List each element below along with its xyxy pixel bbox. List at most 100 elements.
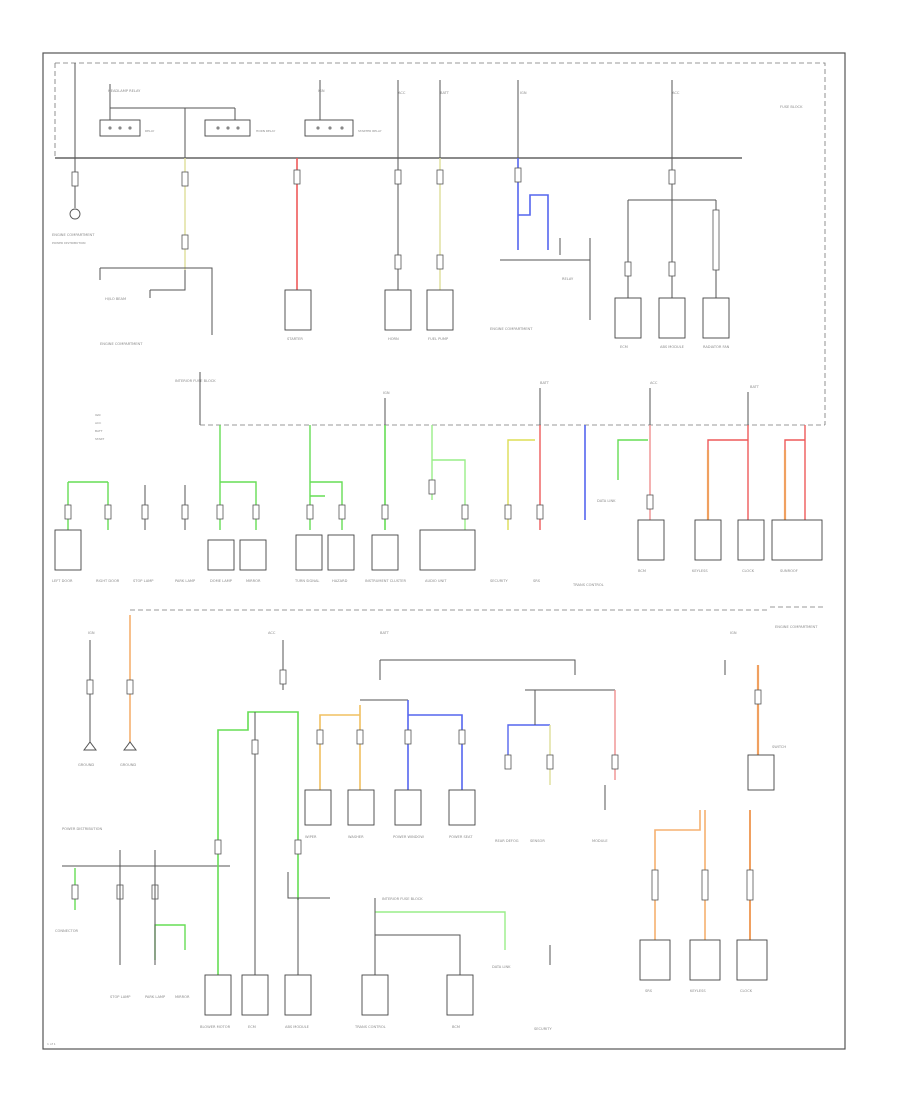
bottom-boxes bbox=[204, 754, 775, 1016]
wire-bus-b bbox=[525, 689, 615, 725]
fuse-label-d: IGN bbox=[520, 91, 527, 95]
fuse bbox=[71, 171, 79, 187]
wire-blue bbox=[507, 724, 550, 760]
label-cluster: INSTRUMENT CLUSTER bbox=[365, 579, 406, 583]
ground-symbol bbox=[69, 208, 81, 220]
label-trans: TRANS CONTROL bbox=[572, 583, 604, 587]
label-data-link: DATA LINK bbox=[597, 499, 616, 503]
label-rear-defog: REAR DEFOG bbox=[495, 839, 519, 843]
label-relay-b: RELAY bbox=[562, 277, 574, 281]
label-audio: AUDIO UNIT bbox=[425, 579, 447, 583]
wire-light-green bbox=[431, 425, 466, 530]
label-park-2: PARK LAMP bbox=[145, 995, 166, 999]
label-interior-fuse-2: INTERIOR FUSE BLOCK bbox=[382, 897, 423, 901]
label-stop: STOP LAMP bbox=[133, 579, 154, 583]
label-sunroof: SUNROOF bbox=[780, 569, 798, 573]
wire-orange bbox=[319, 705, 361, 790]
label-ecm: ECM bbox=[620, 345, 628, 349]
horn-box bbox=[384, 289, 412, 331]
label-connector: CONNECTOR bbox=[55, 929, 79, 933]
gnd-2 bbox=[123, 741, 137, 751]
wire-orange bbox=[654, 810, 706, 940]
label-right-door: RIGHT DOOR bbox=[96, 579, 120, 583]
wire-green bbox=[617, 439, 648, 480]
label-module: MODULE bbox=[592, 839, 608, 843]
fuse-label-e: ACC bbox=[672, 91, 680, 95]
fan-box bbox=[702, 297, 730, 339]
label-keyless: KEYLESS bbox=[692, 569, 708, 573]
page-number: 1 of 1 bbox=[47, 1042, 56, 1046]
label-abs: ABS MODULE bbox=[660, 345, 685, 349]
wire-red bbox=[707, 425, 749, 525]
label-ground-1: GROUND bbox=[78, 763, 94, 767]
label-left-door: LEFT DOOR bbox=[52, 579, 73, 583]
label-srs-2: SRS bbox=[645, 989, 653, 993]
label-engine-cmpt-4: ENGINE COMPARTMENT bbox=[775, 625, 818, 629]
horn-relay-label: HORN RELAY bbox=[256, 129, 275, 133]
bottom-labels: WIPER WASHER POWER WINDOW POWER SEAT REA… bbox=[55, 745, 786, 1031]
fuse bbox=[668, 169, 676, 185]
label-ecm-2: ECM bbox=[248, 1025, 256, 1029]
wire-blue bbox=[517, 158, 549, 250]
wire-red bbox=[784, 425, 806, 525]
mid-boxes bbox=[54, 519, 823, 571]
label-engine-cmpt: ENGINE COMPARTMENT bbox=[52, 233, 95, 237]
headlamp-relay-label: HEADLAMP RELAY bbox=[108, 89, 141, 93]
label-mirror: MIRROR bbox=[246, 579, 261, 583]
fuse-label-i: BATT bbox=[750, 385, 760, 389]
fuse bbox=[181, 171, 189, 187]
label-hazard: HAZARD bbox=[332, 579, 348, 583]
label-srs: SRS bbox=[533, 579, 541, 583]
ecm-box bbox=[614, 297, 642, 339]
label-horn: HORN bbox=[388, 337, 399, 341]
fuse bbox=[668, 261, 676, 277]
fuse bbox=[436, 169, 444, 185]
label-fuel-pump: FUEL PUMP bbox=[428, 337, 449, 341]
fuse-label-g: BATT bbox=[540, 381, 550, 385]
label-fan: RADIATOR FAN bbox=[703, 345, 730, 349]
wire-green bbox=[309, 425, 343, 530]
label-headlamp: HI/LO BEAM bbox=[105, 297, 126, 301]
abs-box bbox=[658, 297, 686, 339]
fuse bbox=[394, 254, 402, 270]
label-blower: BLOWER MOTOR bbox=[200, 1025, 231, 1029]
label-wiper: WIPER bbox=[305, 835, 317, 839]
label-keyless-2: KEYLESS bbox=[690, 989, 706, 993]
wire-green bbox=[74, 868, 186, 960]
fuse-block-outline bbox=[55, 62, 826, 425]
label-ground-2: GROUND bbox=[120, 763, 136, 767]
mid-labels: LEFT DOOR RIGHT DOOR STOP LAMP PARK LAMP… bbox=[52, 499, 798, 587]
label-engine-cmpt-2: ENGINE COMPARTMENT bbox=[100, 342, 143, 346]
fuse-label-b: ACC bbox=[398, 91, 406, 95]
wire-blue bbox=[407, 700, 463, 790]
fuse-block-label: FUSE BLOCK bbox=[780, 105, 803, 109]
starter-relay-label: STARTER RELAY bbox=[358, 129, 382, 133]
starter-relay: STARTER RELAY IGN bbox=[304, 89, 382, 137]
fuse-label-j: IGN bbox=[88, 631, 95, 635]
label-mirror-2: MIRROR bbox=[175, 995, 190, 999]
legend-item: ACC bbox=[95, 421, 101, 425]
fuse-label-c: BATT bbox=[440, 91, 450, 95]
label-abs-2: ABS MODULE bbox=[285, 1025, 310, 1029]
label-security: SECURITY bbox=[490, 579, 508, 583]
horn-relay: HORN RELAY bbox=[204, 119, 275, 137]
fuel-pump-box bbox=[426, 289, 454, 331]
legend-item: BATT bbox=[95, 429, 103, 433]
wire-light-green bbox=[375, 911, 506, 950]
fuse bbox=[181, 234, 189, 250]
label-starter: STARTER bbox=[287, 337, 303, 341]
label-bcm-2: BCM bbox=[452, 1025, 460, 1029]
label-power-seat: POWER SEAT bbox=[449, 835, 473, 839]
relay-tag: RELAY bbox=[145, 129, 155, 133]
fuse bbox=[293, 169, 301, 185]
starter-box bbox=[284, 289, 312, 331]
label-sensor: SENSOR bbox=[530, 839, 545, 843]
fuse-label-l: BATT bbox=[380, 631, 390, 635]
wire-green bbox=[67, 481, 109, 530]
fuse bbox=[712, 209, 720, 271]
label-engine-cmpt-3: ENGINE COMPARTMENT bbox=[490, 327, 533, 331]
fuse-label-a: IGN bbox=[318, 89, 325, 93]
wire-yellow bbox=[507, 439, 535, 530]
bottom-bus bbox=[379, 659, 726, 680]
label-washer: WASHER bbox=[348, 835, 364, 839]
